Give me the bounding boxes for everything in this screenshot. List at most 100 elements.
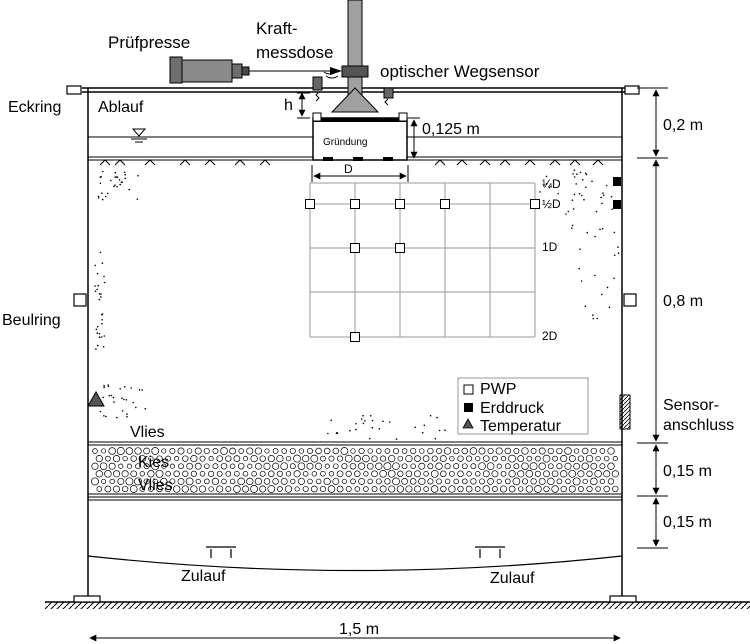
sand-dot xyxy=(114,171,117,174)
gravel-stone xyxy=(186,448,193,454)
gravel-stone xyxy=(577,486,584,492)
gravel-stone xyxy=(607,478,615,485)
sand-dot xyxy=(596,317,599,320)
gravel-stone xyxy=(427,463,434,470)
gravel-stone xyxy=(234,471,240,477)
gravel-stone xyxy=(375,478,382,485)
gravel-stone xyxy=(130,455,137,462)
gravel-stone xyxy=(371,470,378,478)
gravel-stone xyxy=(276,454,284,463)
gravel-stone xyxy=(306,462,314,470)
sand-dot xyxy=(101,313,104,315)
sand-dot xyxy=(545,175,548,178)
gravel-stone xyxy=(517,455,525,463)
gravel-stone xyxy=(453,478,459,485)
gravel-stone xyxy=(233,455,241,462)
gravel-stone xyxy=(117,477,125,485)
gravel-stone xyxy=(194,447,202,455)
soil-tick xyxy=(549,159,561,166)
sand-dot xyxy=(123,386,126,388)
gravel-stone xyxy=(255,462,262,470)
sand-dot xyxy=(613,231,616,234)
gravel-stone xyxy=(491,486,498,492)
gravel-stone xyxy=(199,455,206,462)
sand-dot xyxy=(421,431,424,434)
gravel-stone xyxy=(246,477,254,486)
gravel-stone xyxy=(543,470,550,478)
gravel-stone xyxy=(264,448,270,454)
sand-dot xyxy=(113,401,115,403)
gravel-texture xyxy=(91,447,619,493)
gravel-stone xyxy=(611,470,619,478)
soil-tick xyxy=(179,159,191,166)
sand-dot xyxy=(128,188,130,191)
gravel-stone xyxy=(104,485,112,493)
sand-dot xyxy=(371,419,374,422)
gravel-stone xyxy=(413,485,422,493)
gravel-stone xyxy=(95,455,103,463)
label-gruendung: Gründung xyxy=(323,137,367,148)
gravel-stone xyxy=(529,462,538,471)
gravel-stone xyxy=(551,485,559,493)
label-anschluss: anschluss xyxy=(663,417,734,434)
gravel-stone xyxy=(112,455,121,463)
sand-dot xyxy=(613,277,615,280)
sand-dot xyxy=(98,298,101,301)
gravel-stone xyxy=(508,454,517,463)
gravel-stone xyxy=(182,455,189,462)
sand-dot xyxy=(583,198,585,201)
ground xyxy=(45,601,750,609)
gravel-stone xyxy=(491,470,499,478)
gravel-stone xyxy=(143,463,150,470)
gravel-stone xyxy=(448,485,456,493)
gravel-stone xyxy=(599,478,606,485)
sand-dot xyxy=(594,235,596,238)
gravel-stone xyxy=(139,471,145,477)
gravel-stone xyxy=(482,485,491,493)
gravel-stone xyxy=(500,470,507,477)
sand-dot xyxy=(567,210,570,213)
gravel-stone xyxy=(138,454,146,463)
sand-dot xyxy=(95,348,97,350)
gravel-stone xyxy=(341,478,347,484)
gravel-stone xyxy=(169,463,175,469)
gravel-stone xyxy=(521,462,529,470)
gravel-stone xyxy=(556,447,563,455)
sand-dot xyxy=(573,176,576,178)
gravel-stone xyxy=(203,478,210,485)
sand-dot xyxy=(112,396,115,399)
gravel-stone xyxy=(410,447,417,455)
water-level-icon xyxy=(131,128,147,143)
gravel-stone xyxy=(499,485,508,493)
gravel-stone xyxy=(530,448,537,454)
sand-dot xyxy=(114,184,116,186)
sand-dot xyxy=(572,208,575,210)
sand-dot xyxy=(591,180,593,183)
gravel-stone xyxy=(486,462,495,471)
gravel-stone xyxy=(320,471,326,477)
gravel-stone xyxy=(358,447,365,455)
soil-surface-ticks xyxy=(99,159,604,166)
gravel-stone xyxy=(410,463,416,469)
gravel-stone xyxy=(91,462,99,470)
gravel-stone xyxy=(419,448,425,454)
label-d: D xyxy=(344,162,353,176)
gravel-stone xyxy=(336,485,344,493)
gravel-stone xyxy=(345,470,352,477)
gravel-stone xyxy=(530,478,537,485)
gravel-stone xyxy=(285,471,292,477)
gravel-stone xyxy=(254,447,262,455)
gravel-stone xyxy=(577,470,585,478)
sand-dot xyxy=(355,423,357,425)
sand-dot xyxy=(103,335,106,337)
gravel-stone xyxy=(568,469,577,478)
gravel-stone xyxy=(259,455,266,462)
label-beulring: Beulring xyxy=(2,312,61,329)
gravel-stone xyxy=(461,447,469,455)
gravel-stone xyxy=(470,478,477,485)
gravel-stone xyxy=(259,485,267,493)
gravel-stone xyxy=(466,455,473,462)
gravel-stone xyxy=(164,485,172,493)
sand-dot xyxy=(103,415,105,417)
sand-dot xyxy=(121,181,123,183)
